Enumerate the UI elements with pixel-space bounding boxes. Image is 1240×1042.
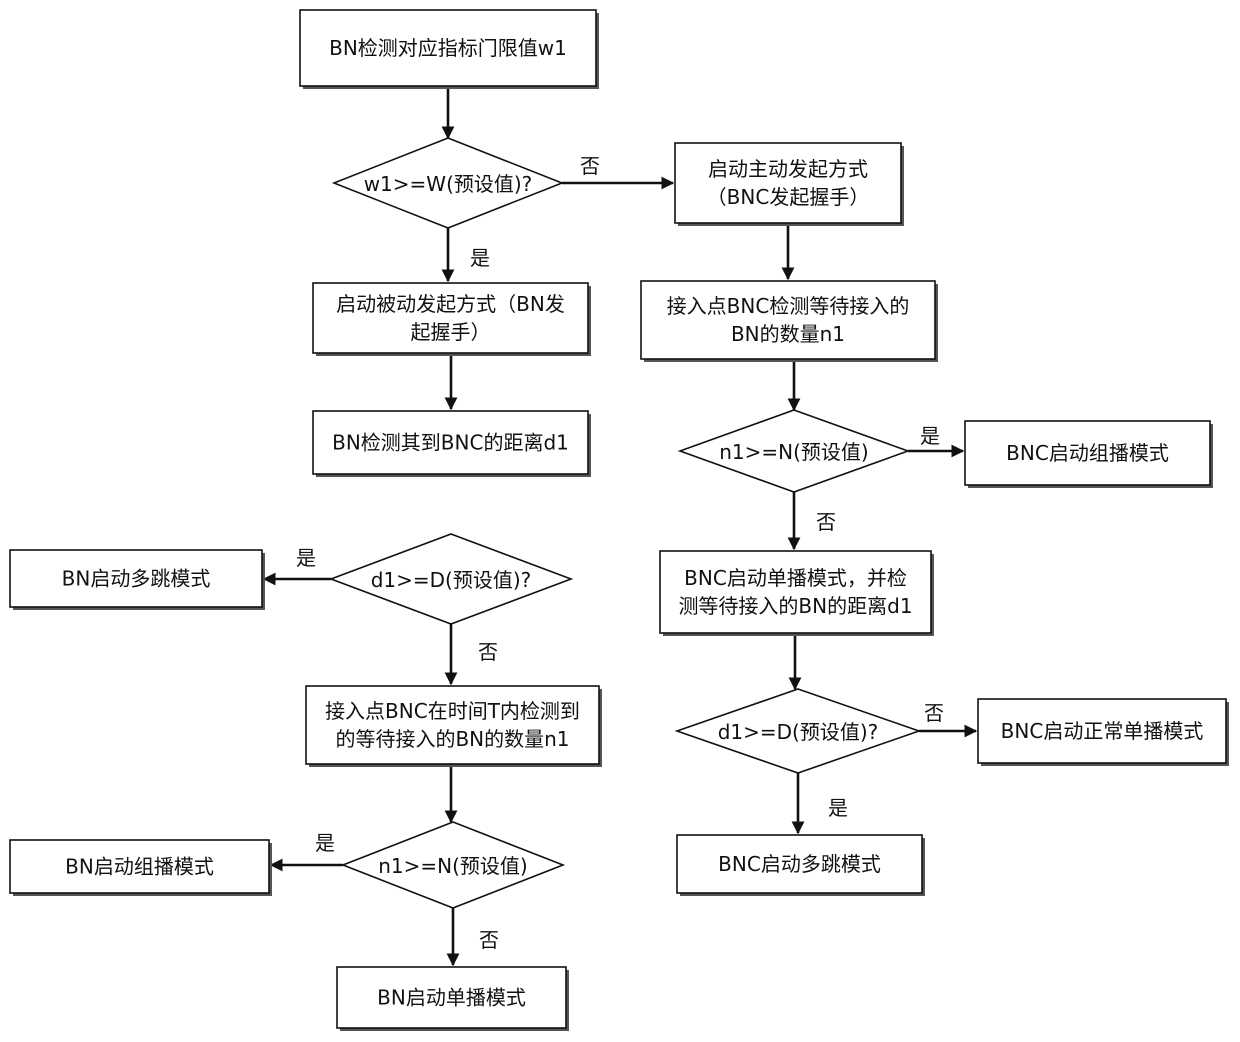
edge-label: 否 xyxy=(580,154,600,178)
node-text-line: BN启动多跳模式 xyxy=(62,567,211,591)
process-node: 接入点BNC检测等待接入的 BN的数量n1 xyxy=(640,280,938,362)
process-node: BN检测对应指标门限值w1 xyxy=(299,9,599,89)
process-node: BN检测其到BNC的距离d1 xyxy=(312,410,591,477)
node-text-line: 接入点BNC在时间T内检测到 xyxy=(325,699,580,723)
process-node: BN启动单播模式 xyxy=(336,966,569,1031)
process-box xyxy=(305,685,600,765)
node-text-line: 启动被动发起方式（BN发 xyxy=(336,292,565,316)
process-box xyxy=(312,282,589,354)
node-text-line: BNC启动多跳模式 xyxy=(718,852,881,876)
decision-diamond xyxy=(340,821,566,909)
node-text-line: BN检测其到BNC的距离d1 xyxy=(332,431,569,455)
node-text-line: BNC启动正常单播模式 xyxy=(1001,719,1204,743)
process-box xyxy=(299,9,597,87)
edge-label: 否 xyxy=(924,701,944,725)
process-box xyxy=(674,142,902,224)
edge-label: 否 xyxy=(479,928,499,952)
process-box xyxy=(659,550,932,634)
process-box xyxy=(9,839,270,894)
node-text-line: 起握手） xyxy=(411,320,491,344)
process-box xyxy=(640,280,936,360)
process-node: BNC启动多跳模式 xyxy=(676,834,925,896)
node-text-line: BN启动组播模式 xyxy=(65,855,214,879)
process-node: BNC启动正常单播模式 xyxy=(977,698,1229,766)
node-text-line: d1>=D(预设值)? xyxy=(718,720,879,744)
node-text-line: n1>=N(预设值) xyxy=(378,854,527,878)
node-text-line: BN检测对应指标门限值w1 xyxy=(329,36,567,60)
process-node: BNC启动组播模式 xyxy=(964,420,1213,488)
process-node: BN启动组播模式 xyxy=(9,839,272,896)
node-text-line: 的等待接入的BN的数量n1 xyxy=(335,727,569,751)
process-box xyxy=(336,966,567,1029)
process-box xyxy=(964,420,1211,486)
process-box xyxy=(9,549,263,608)
decision-diamond xyxy=(674,688,922,774)
decision-diamond xyxy=(328,533,574,625)
process-node: BN启动多跳模式 xyxy=(9,549,265,610)
node-text-line: w1>=W(预设值)? xyxy=(364,172,533,196)
decision-node: d1>=D(预设值)? xyxy=(674,688,922,774)
process-node: 启动主动发起方式 （BNC发起握手） xyxy=(674,142,904,226)
decision-node: n1>=N(预设值) xyxy=(340,821,566,909)
node-text-line: BN启动单播模式 xyxy=(377,986,526,1010)
decision-node: n1>=N(预设值) xyxy=(677,409,911,493)
node-text-line: 接入点BNC检测等待接入的 xyxy=(667,294,910,318)
node-text-line: BN的数量n1 xyxy=(731,322,845,346)
node-text-line: BNC启动组播模式 xyxy=(1006,441,1169,465)
node-text-line: d1>=D(预设值)? xyxy=(371,568,532,592)
decision-node: d1>=D(预设值)? xyxy=(328,533,574,625)
edge-label: 是 xyxy=(296,546,316,570)
process-box xyxy=(977,698,1227,764)
process-box xyxy=(676,834,923,894)
edge-label: 是 xyxy=(315,831,335,855)
edge-label: 是 xyxy=(828,796,848,820)
process-box xyxy=(312,410,589,475)
node-text-line: 测等待接入的BN的距离d1 xyxy=(678,594,912,618)
node-text-line: n1>=N(预设值) xyxy=(719,440,868,464)
node-text-line: 启动主动发起方式 xyxy=(708,157,868,181)
edge-label: 是 xyxy=(920,424,940,448)
edge-label: 否 xyxy=(478,640,498,664)
node-text-line: BNC启动单播模式，并检 xyxy=(684,566,907,590)
node-text-line: （BNC发起握手） xyxy=(707,185,870,209)
decision-diamond xyxy=(677,409,911,493)
decision-node: w1>=W(预设值)? xyxy=(331,137,565,229)
edge-label: 否 xyxy=(816,510,836,534)
decision-diamond xyxy=(331,137,565,229)
edge-label: 是 xyxy=(470,246,490,270)
